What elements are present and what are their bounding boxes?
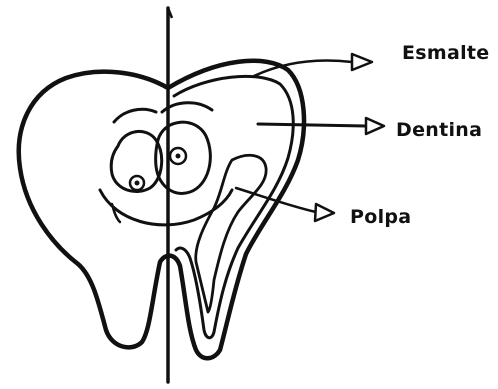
- pulp-arrowhead: [315, 204, 334, 221]
- smile: [100, 190, 232, 225]
- enamel-arrowhead: [352, 54, 372, 70]
- pulp-label: Polpa: [350, 206, 411, 228]
- dentin-arrow: [258, 124, 366, 126]
- right-eye: [156, 122, 211, 193]
- left-eyebrow: [114, 109, 156, 122]
- dentin-label: Dentina: [396, 119, 482, 141]
- enamel-label: Esmalte: [402, 42, 490, 64]
- dentin-arrowhead: [366, 118, 384, 134]
